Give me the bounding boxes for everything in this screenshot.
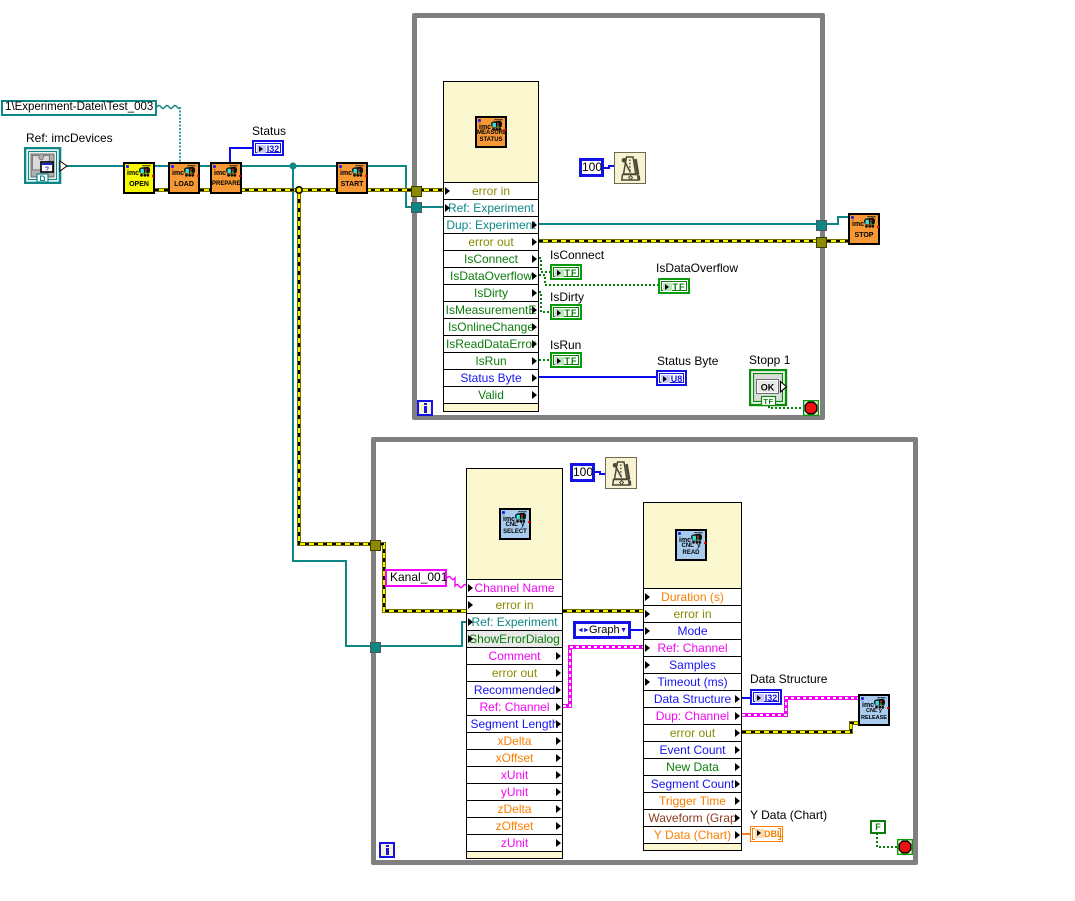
- svg-text:OK: OK: [761, 383, 775, 393]
- svg-text:?: ?: [45, 167, 49, 174]
- svg-text:TF: TF: [763, 397, 773, 406]
